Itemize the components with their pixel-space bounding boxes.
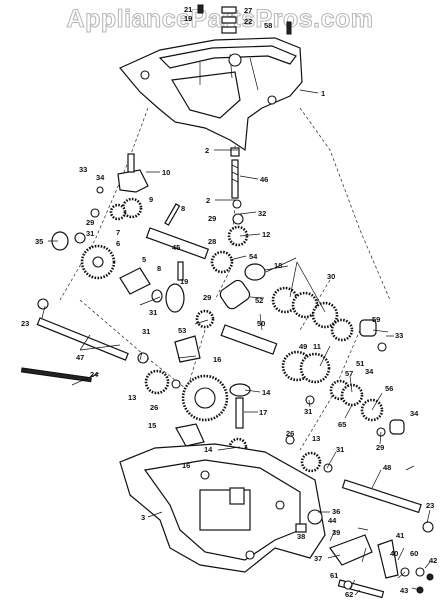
- label-28: 28: [208, 237, 216, 246]
- label-13a: 13: [128, 393, 136, 402]
- label-43: 43: [400, 586, 408, 595]
- label-30: 30: [327, 272, 335, 281]
- label-29a: 29: [208, 214, 216, 223]
- label-2a: 2: [205, 146, 209, 155]
- label-3: 3: [141, 513, 145, 522]
- right-upper-gears: [271, 286, 387, 352]
- label-44: 44: [328, 516, 337, 525]
- label-61: 61: [330, 571, 338, 580]
- label-31a: 31: [86, 229, 94, 238]
- label-31c: 31: [142, 327, 150, 336]
- bracket-10: [117, 153, 149, 193]
- label-34c: 34: [410, 409, 419, 418]
- label-62: 62: [345, 590, 353, 599]
- label-56: 56: [385, 384, 393, 393]
- label-36: 36: [332, 507, 340, 516]
- label-59: 59: [372, 315, 380, 324]
- shaft-47: [20, 298, 129, 383]
- label-2b: 2: [206, 196, 210, 205]
- shaft-48: [341, 479, 434, 533]
- label-14b: 14: [204, 445, 213, 454]
- label-8a: 8: [181, 204, 185, 213]
- shaft-46: [230, 147, 240, 199]
- center-gear-stack: [151, 199, 278, 355]
- label-54: 54: [249, 252, 258, 261]
- leader-lines: [41, 89, 431, 596]
- label-45: 45: [172, 243, 180, 252]
- lower-housing: [119, 443, 326, 573]
- label-26a: 26: [150, 403, 158, 412]
- shift-parts: [295, 509, 434, 599]
- label-32: 32: [258, 209, 266, 218]
- label-42: 42: [429, 556, 437, 565]
- label-47: 47: [76, 353, 84, 362]
- upper-left-gears: [51, 186, 210, 295]
- label-51: 51: [356, 359, 364, 368]
- label-58: 58: [264, 21, 272, 30]
- label-35: 35: [35, 237, 43, 246]
- label-5: 5: [142, 255, 146, 264]
- label-41: 41: [396, 531, 404, 540]
- label-18: 18: [274, 261, 282, 270]
- label-34b: 34: [365, 367, 374, 376]
- label-34a: 34: [96, 173, 105, 182]
- label-53: 53: [178, 326, 186, 335]
- label-1: 1: [321, 89, 325, 98]
- housing-guide-lines: [59, 107, 391, 301]
- label-19: 19: [184, 14, 192, 23]
- label-29d: 29: [376, 443, 384, 452]
- label-52: 52: [255, 296, 263, 305]
- watermark: AppliancePartsPros.com: [67, 5, 374, 33]
- label-12: 12: [262, 230, 270, 239]
- label-39: 39: [332, 528, 340, 537]
- label-14a: 14: [262, 388, 271, 397]
- label-13b: 13: [312, 434, 320, 443]
- shoes: [174, 335, 205, 447]
- label-33a: 33: [79, 165, 87, 174]
- upper-housing: [119, 37, 303, 152]
- label-7: 7: [116, 228, 120, 237]
- label-19b: 19: [180, 277, 188, 286]
- label-31e: 31: [336, 445, 344, 454]
- label-26b: 26: [286, 429, 294, 438]
- label-37: 37: [314, 554, 322, 563]
- label-24: 24: [90, 370, 99, 379]
- label-21: 21: [184, 5, 192, 14]
- label-50: 50: [257, 319, 265, 328]
- label-9: 9: [149, 195, 153, 204]
- label-57: 57: [345, 369, 353, 378]
- label-17: 17: [259, 408, 267, 417]
- label-16b: 16: [182, 461, 190, 470]
- callout-labels: 21 19 27 22 58 1 2 46 10 33 34 9 8 2 32 …: [21, 5, 437, 599]
- label-27: 27: [244, 6, 252, 15]
- label-8b: 8: [157, 264, 161, 273]
- label-23b: 23: [426, 501, 434, 510]
- label-15: 15: [148, 421, 156, 430]
- label-29b: 29: [86, 218, 94, 227]
- label-65: 65: [338, 420, 346, 429]
- label-38: 38: [297, 532, 305, 541]
- label-40: 40: [390, 549, 398, 558]
- label-11: 11: [313, 342, 321, 351]
- right-middle-gears: [281, 350, 405, 473]
- label-48: 48: [383, 463, 391, 472]
- label-60: 60: [410, 549, 418, 558]
- label-23a: 23: [21, 319, 29, 328]
- label-16a: 16: [213, 355, 221, 364]
- assembly-axis: [189, 140, 236, 471]
- label-22: 22: [244, 17, 252, 26]
- label-31b: 31: [149, 308, 157, 317]
- label-29c: 29: [203, 293, 211, 302]
- lower-left-gears: [137, 352, 251, 457]
- label-31d: 31: [304, 407, 312, 416]
- label-46: 46: [260, 175, 268, 184]
- label-49: 49: [299, 342, 307, 351]
- label-10: 10: [162, 168, 170, 177]
- label-6: 6: [116, 239, 120, 248]
- top-hardware: [197, 4, 292, 35]
- label-33b: 33: [395, 331, 403, 340]
